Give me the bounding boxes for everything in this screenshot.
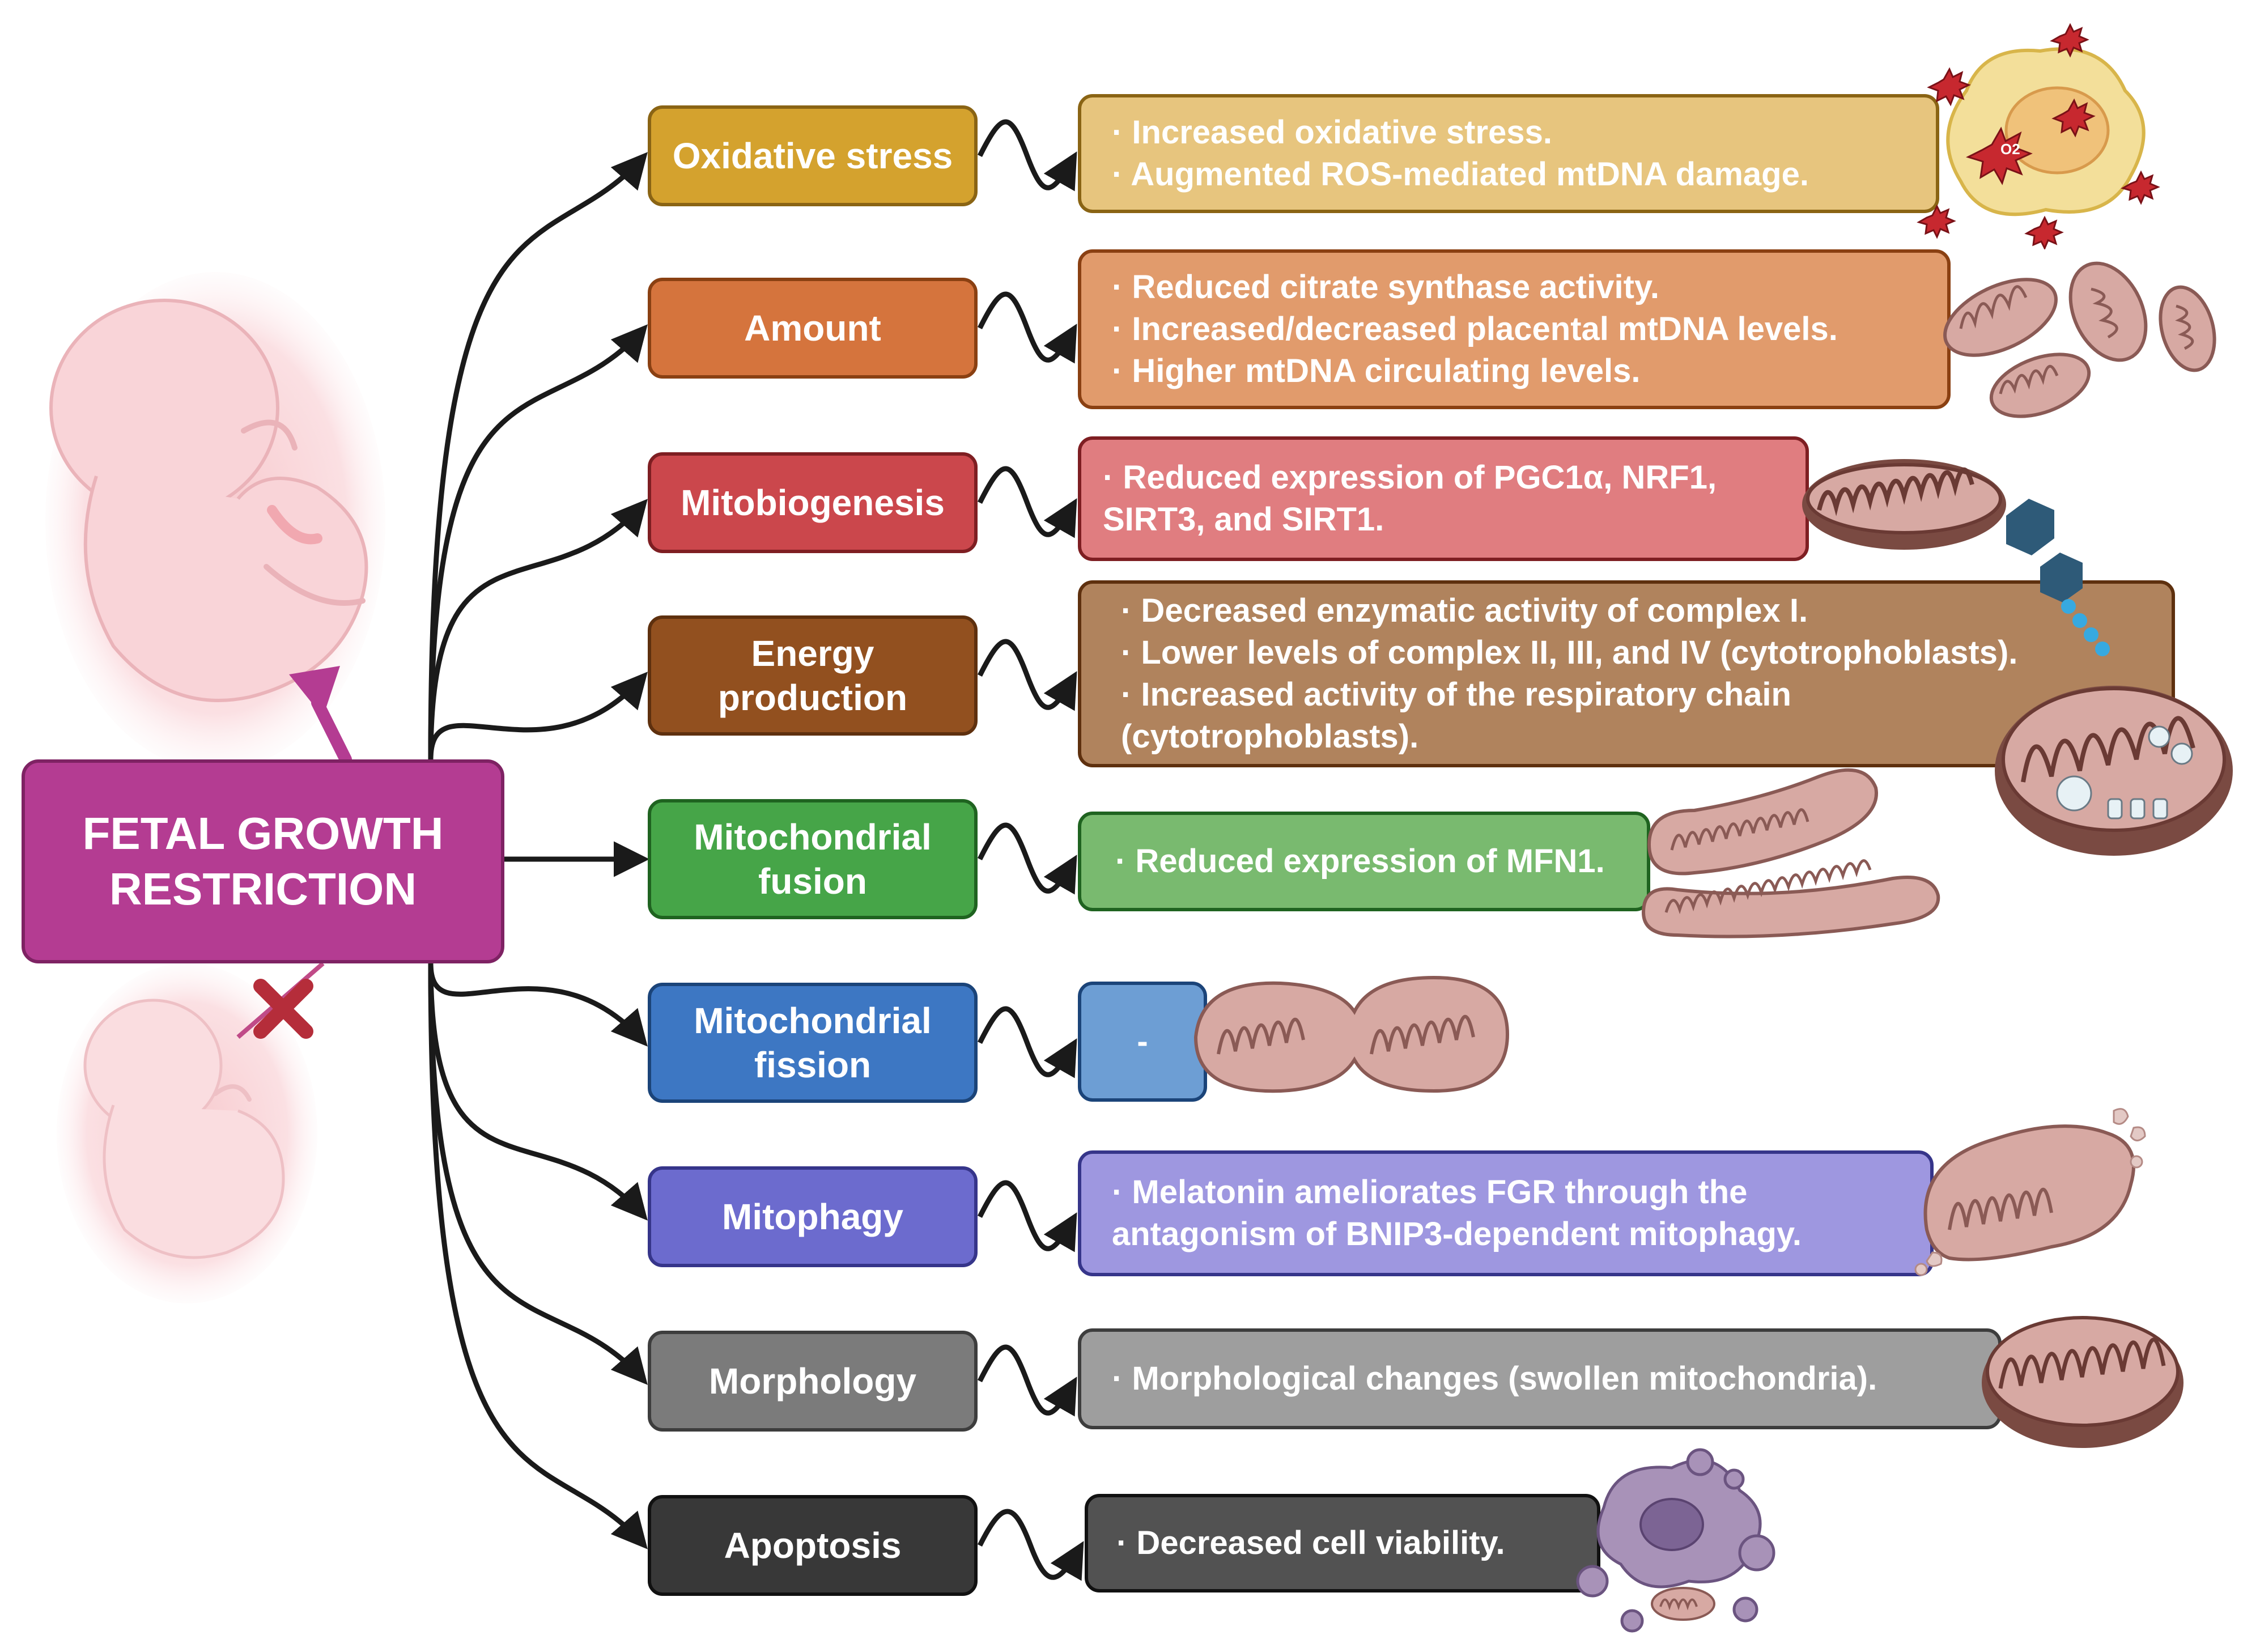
- category-label: Mitobiogenesis: [681, 482, 945, 523]
- category-energy-production: Energy production: [648, 615, 978, 736]
- category-mitochondrial-fission: Mitochondrial fission: [648, 983, 978, 1103]
- result-line: · Lower levels of complex II, III, and I…: [1121, 634, 2018, 671]
- growth-arrow-icon: [289, 666, 352, 766]
- connector-arrow: [428, 152, 648, 760]
- category-morphology: Morphology: [648, 1331, 978, 1432]
- result-line: (cytotrophoblasts).: [1121, 718, 1419, 755]
- result-arrow: [977, 1006, 1077, 1078]
- result-mitochondrial-fission: -: [1078, 982, 1207, 1102]
- result-mitophagy: · Melatonin ameliorates FGR through the …: [1078, 1150, 1934, 1276]
- dividing-mitochondrion-icon: [1193, 975, 1510, 1093]
- category-oxidative-stress: Oxidative stress: [648, 105, 978, 206]
- result-arrow: [977, 1180, 1077, 1252]
- result-arrow: [977, 291, 1077, 364]
- result-apoptosis: · Decreased cell viability.: [1085, 1494, 1600, 1592]
- main-node-fetal-growth-restriction: FETAL GROWTH RESTRICTION: [22, 759, 504, 963]
- result-arrow: [977, 1344, 1077, 1417]
- respiratory-chain-mitochondrion-icon: [1995, 499, 2233, 856]
- fused-mitochondria-icon: [1641, 768, 1940, 938]
- large-fetus-icon: [45, 272, 385, 771]
- category-label: production: [717, 677, 908, 718]
- title-line: RESTRICTION: [109, 864, 417, 914]
- result-line: -: [1137, 1023, 1148, 1060]
- result-mitochondrial-fusion: · Reduced expression of MFN1.: [1078, 812, 1650, 911]
- category-mitobiogenesis: Mitobiogenesis: [648, 452, 978, 553]
- result-line: · Reduced expression of PGC1α, NRF1,: [1103, 459, 1717, 496]
- category-mitophagy: Mitophagy: [648, 1166, 978, 1267]
- connector-arrow: [428, 324, 648, 760]
- result-line: · Higher mtDNA circulating levels.: [1112, 353, 1641, 389]
- result-line: · Increased activity of the respiratory …: [1121, 676, 1791, 713]
- damaged-mitochondrion-icon: [1914, 1108, 2146, 1276]
- result-line: · Augmented ROS-mediated mtDNA damage.: [1112, 156, 1809, 193]
- category-label: fusion: [758, 861, 867, 902]
- connector-arrow: [428, 963, 648, 1047]
- result-morphology: · Morphological changes (swollen mitocho…: [1078, 1328, 2002, 1429]
- swollen-mitochondrion-icon: [1982, 1316, 2183, 1448]
- result-oxidative-stress: · Increased oxidative stress. · Augmente…: [1078, 94, 1939, 213]
- category-label: Mitochondrial: [694, 1000, 932, 1041]
- result-line: SIRT3, and SIRT1.: [1103, 501, 1384, 538]
- category-label: Oxidative stress: [672, 135, 953, 176]
- category-label: Apoptosis: [724, 1524, 902, 1566]
- category-label: Energy: [751, 632, 874, 674]
- category-label: fission: [754, 1044, 872, 1085]
- category-apoptosis: Apoptosis: [648, 1495, 978, 1596]
- result-line: · Increased oxidative stress.: [1112, 114, 1552, 151]
- result-arrow: [977, 639, 1077, 711]
- result-mitobiogenesis: · Reduced expression of PGC1α, NRF1, SIR…: [1078, 436, 1809, 561]
- category-label: Morphology: [708, 1360, 917, 1402]
- result-line: · Melatonin ameliorates FGR through the: [1112, 1174, 1748, 1211]
- result-line: · Reduced expression of MFN1.: [1115, 843, 1605, 880]
- connector-arrow: [428, 499, 648, 760]
- category-label: Amount: [744, 307, 881, 349]
- result-arrow: [977, 822, 1077, 895]
- ros-cell-icon: O2: [1917, 23, 2160, 249]
- result-arrow: [977, 119, 1077, 192]
- result-line: · Increased/decreased placental mtDNA le…: [1112, 311, 1838, 347]
- connector-arrow: [428, 672, 648, 760]
- ros-label: O2: [2000, 141, 2020, 158]
- result-energy-production: · Decreased enzymatic activity of comple…: [1078, 580, 2175, 767]
- category-amount: Amount: [648, 278, 978, 379]
- connector-arrow: [428, 963, 648, 1549]
- mitochondria-cluster-icon: [1943, 261, 2216, 418]
- result-line: · Morphological changes (swollen mitocho…: [1112, 1360, 1877, 1397]
- result-amount: · Reduced citrate synthase activity. · I…: [1078, 249, 1951, 409]
- result-line: · Reduced citrate synthase activity.: [1112, 269, 1659, 305]
- mitochondrion-icon: [1802, 459, 2006, 550]
- category-mitochondrial-fusion: Mitochondrial fusion: [648, 799, 978, 919]
- title-line: FETAL GROWTH: [82, 808, 444, 859]
- category-label: Mitochondrial: [694, 816, 932, 857]
- result-arrow: [977, 1509, 1084, 1581]
- result-arrow: [977, 466, 1077, 538]
- apoptotic-cell-icon: [1576, 1448, 1775, 1633]
- result-line: · Decreased enzymatic activity of comple…: [1121, 592, 1808, 629]
- result-line: · Decreased cell viability.: [1116, 1524, 1505, 1561]
- connector-arrow: [428, 963, 648, 1385]
- result-line: antagonism of BNIP3-dependent mitophagy.: [1112, 1216, 1802, 1252]
- category-label: Mitophagy: [722, 1196, 903, 1237]
- blocked-cross-icon: [236, 961, 325, 1039]
- connector-arrow: [428, 963, 648, 1221]
- small-fetus-icon: [57, 963, 317, 1303]
